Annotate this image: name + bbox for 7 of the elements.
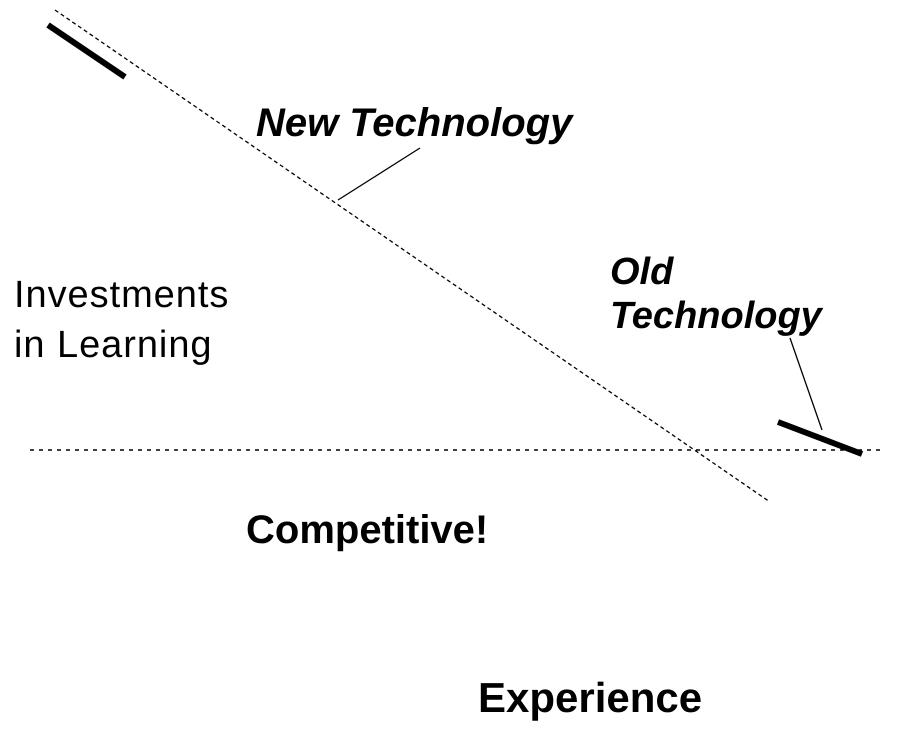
axis-label: Experience bbox=[478, 673, 704, 723]
technology-label: Old Technology bbox=[610, 250, 824, 338]
axis-label: Investments in Learning bbox=[14, 273, 230, 368]
leader-line bbox=[338, 147, 420, 201]
leader-line bbox=[789, 338, 823, 430]
axis-label: Competitive! bbox=[246, 507, 490, 554]
technology-label: New Technology bbox=[256, 100, 575, 147]
